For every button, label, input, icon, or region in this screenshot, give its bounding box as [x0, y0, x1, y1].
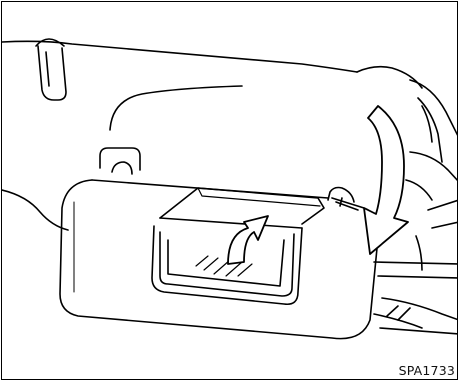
- headliner-outline: [2, 41, 422, 230]
- visor-hinge-left: [100, 148, 140, 174]
- roof-grab-handle: [36, 39, 66, 100]
- figure-code: SPA1733: [399, 365, 455, 378]
- main-arrow-icon: [364, 106, 408, 254]
- vanity-mirror: [152, 226, 302, 304]
- mirror-cover-lid: [160, 188, 324, 228]
- sun-visor: [60, 180, 378, 339]
